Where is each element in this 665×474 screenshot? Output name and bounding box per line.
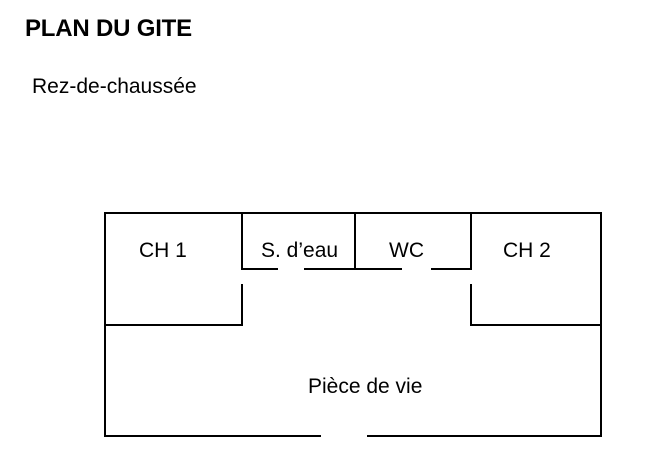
room-label-wc: WC xyxy=(389,239,424,262)
page-title: PLAN DU GITE xyxy=(25,15,192,42)
room-label-ch1: CH 1 xyxy=(139,239,187,262)
floor-label: Rez-de-chaussée xyxy=(32,75,197,98)
room-label-salle-eau: S. d’eau xyxy=(261,239,338,262)
walls xyxy=(104,212,602,437)
room-label-ch2: CH 2 xyxy=(503,239,551,262)
room-label-piece-de-vie: Pièce de vie xyxy=(308,375,422,398)
